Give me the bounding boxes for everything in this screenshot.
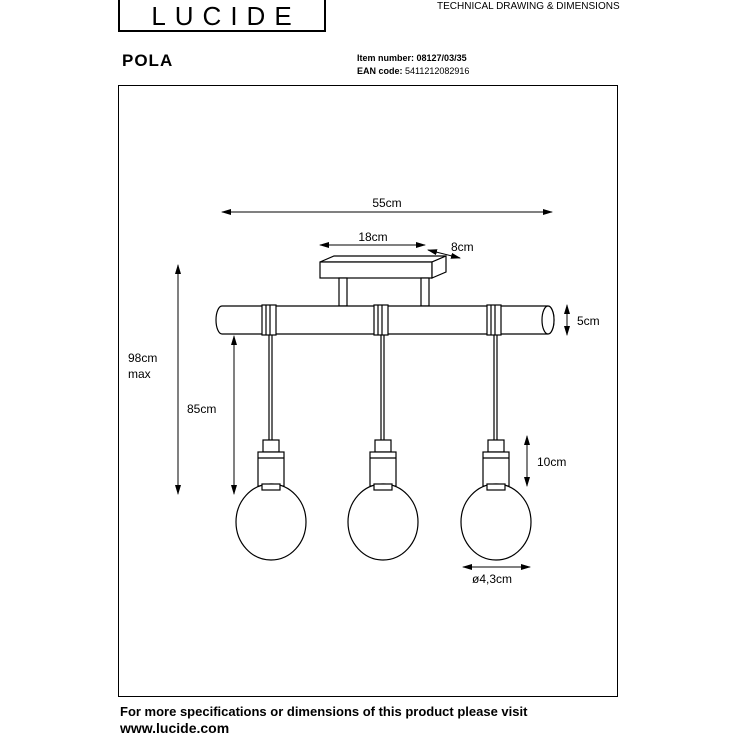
base-width-label: 8cm bbox=[451, 240, 474, 254]
drawing-frame bbox=[118, 85, 618, 697]
product-name: POLA bbox=[122, 51, 174, 70]
pendant-center bbox=[347, 335, 419, 561]
base-length-label: 18cm bbox=[358, 230, 387, 244]
pendant-left bbox=[235, 335, 307, 561]
pendant-right bbox=[460, 335, 532, 561]
bar-height-label: 5cm bbox=[577, 314, 600, 328]
cable-length-label: 85cm bbox=[187, 402, 216, 416]
item-number: Item number: 08127/03/35 bbox=[357, 53, 467, 63]
holder-height-label: 10cm bbox=[537, 455, 566, 469]
footer-website-link[interactable]: www.lucide.com bbox=[120, 720, 230, 736]
document-type: TECHNICAL DRAWING & DIMENSIONS bbox=[437, 1, 620, 12]
ceiling-base-plate bbox=[319, 255, 447, 307]
total-height-suffix: max bbox=[128, 367, 151, 381]
base-width-dimension-line bbox=[427, 249, 461, 259]
footer-note: For more specifications or dimensions of… bbox=[120, 704, 528, 719]
item-number-label: Item number: bbox=[357, 53, 415, 63]
item-number-value: 08127/03/35 bbox=[416, 53, 467, 63]
tube-bar bbox=[215, 304, 555, 336]
ean-code-label: EAN code: bbox=[357, 66, 403, 76]
brand-logo: LUCIDE bbox=[118, 0, 326, 32]
width-label: 55cm bbox=[372, 196, 401, 210]
ean-code-value: 5411212082916 bbox=[405, 66, 470, 76]
total-height-label: 98cm bbox=[128, 351, 157, 365]
diameter-label: ø4,3cm bbox=[472, 572, 512, 586]
ean-code: EAN code: 5411212082916 bbox=[357, 66, 469, 76]
brand-logo-text: LUCIDE bbox=[151, 1, 301, 31]
